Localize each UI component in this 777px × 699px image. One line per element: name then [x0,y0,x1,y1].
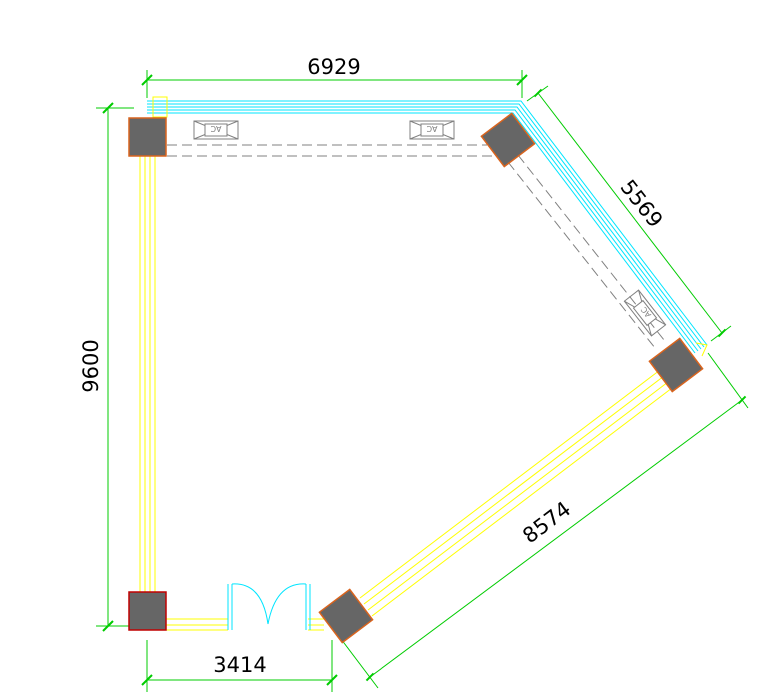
column-bottom-right [318,588,374,644]
dimension-right-lower [337,352,749,689]
ac-unit-1: AC [193,120,239,140]
dimension-top [141,70,528,98]
columns [128,112,704,644]
dimension-right-upper [526,85,732,342]
ac-unit-1-label: AC [210,124,221,133]
dimension-left [96,102,134,632]
dimension-right-lower-label: 8574 [518,497,575,548]
dimension-left-label: 9600 [79,339,103,392]
dimension-lines [96,70,749,692]
dimension-bottom-label: 3414 [213,653,266,677]
column-bottom-left [128,591,167,631]
dashed-beams [167,144,665,349]
dimension-bottom [141,640,338,692]
double-door [227,583,311,630]
ac-unit-2: AC [409,120,455,140]
walls [139,96,708,631]
glass-wall [147,100,708,354]
ac-unit-3: AC [623,289,667,337]
column-top-left [128,117,167,157]
column-right [648,337,704,393]
column-top-right [480,112,536,168]
ac-unit-2-label: AC [426,124,437,133]
dimension-top-label: 6929 [307,55,360,79]
